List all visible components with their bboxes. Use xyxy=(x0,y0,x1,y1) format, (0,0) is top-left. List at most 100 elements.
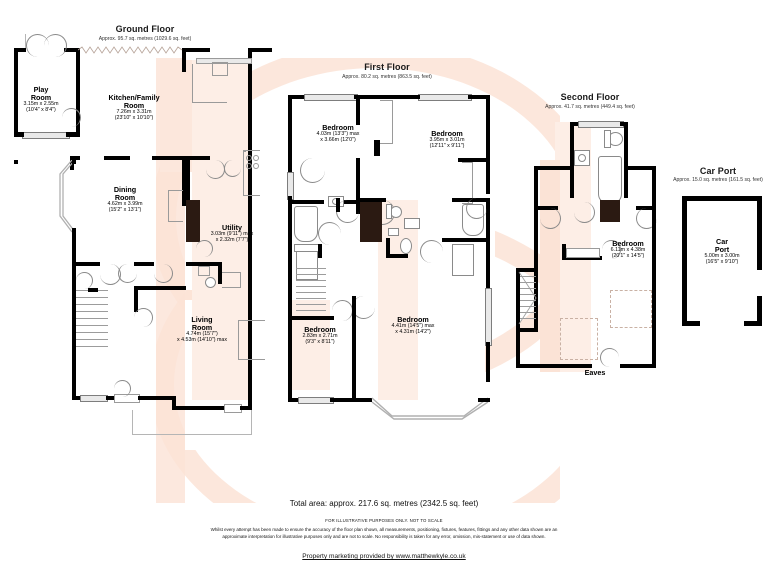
total-area-text: Total area: approx. 217.6 sq. metres (23… xyxy=(289,499,479,508)
tint-ground-2 xyxy=(192,60,250,400)
wall-gf-topright-stub xyxy=(248,48,272,52)
wall-ff-bath-top xyxy=(288,200,324,204)
window-kitchen-top xyxy=(196,58,252,64)
room-dim1-ff-bedroom-1: 4.03m (13'3") max xyxy=(316,131,360,138)
wall-ff-right-c xyxy=(486,198,490,238)
shower-ff-right xyxy=(452,244,474,276)
wall-ff-bottom-b xyxy=(330,398,356,402)
second-floor-title: Second Floor xyxy=(560,92,620,102)
wall-sf-landing-top-left xyxy=(534,166,574,170)
window-playroom xyxy=(22,132,70,139)
wall-ff-bottom-c xyxy=(356,398,372,402)
wall-sf-bottom-left xyxy=(516,328,538,332)
door-arc-ensuite xyxy=(466,198,487,219)
room-dim1-dining: 4.62m x 3.99m xyxy=(107,201,143,208)
shower-tray-ff xyxy=(294,244,320,252)
wall-sf-right-upper xyxy=(652,166,656,208)
window-ff-bed1 xyxy=(304,94,358,101)
wall-gf-right-lower xyxy=(248,396,252,410)
room-label-utility: Utility 3.03m (9'11") max x 2.32m (7'7") xyxy=(186,223,278,244)
wall-cp-top xyxy=(682,196,762,201)
wall-ff-left-e xyxy=(288,256,292,318)
door-arc-ff-e xyxy=(420,240,443,263)
hob-ring-4 xyxy=(253,163,259,169)
wall-gf-bottom-step xyxy=(172,396,176,410)
wall-sf-bath-left xyxy=(570,122,574,198)
room-dim2-living: x 4.53m (14'10") max xyxy=(177,337,227,344)
wc-cistern-ff xyxy=(386,204,392,219)
wall-ff-bed3-corner xyxy=(330,316,334,320)
wall-gf-hall-b xyxy=(134,262,154,266)
door-arc-sf-left xyxy=(540,208,561,229)
wall-ff-left-d xyxy=(288,216,292,256)
wall-gf-dummy xyxy=(14,160,18,164)
wall-ff-top-a xyxy=(288,95,306,99)
room-dim1-ff-bedroom-2: 3.95m x 3.01m xyxy=(429,137,465,144)
basin-ff-mid xyxy=(404,218,420,229)
door-arc-utility-top xyxy=(206,160,225,179)
eaves-dashed-right xyxy=(610,290,652,328)
wall-gf-playroom-br xyxy=(66,132,80,137)
wall-ff-door-jamb-b xyxy=(318,244,322,258)
wall-gf-kitchen-top xyxy=(182,48,210,52)
wall-sf-stair-left xyxy=(516,268,520,330)
wall-sf-bath-top-a xyxy=(570,122,578,126)
bay-window-ff xyxy=(370,396,492,422)
room-dim2-car-port: (16'5" x 9'10") xyxy=(705,259,739,266)
wall-ff-top-c xyxy=(374,95,420,99)
kitchen-units xyxy=(243,150,260,196)
staircase-ground xyxy=(76,290,108,347)
wall-sf-eaves-a xyxy=(534,364,592,368)
room-dim2-play-room: (10'4" x 8'4") xyxy=(26,107,56,114)
wc-unit xyxy=(222,272,241,288)
marketing-link[interactable]: Property marketing provided by www.matth… xyxy=(302,553,466,560)
hob-ring-2 xyxy=(253,155,259,161)
wall-gf-left-upper xyxy=(14,48,18,136)
door-arc-ff-bed3 xyxy=(332,300,353,321)
marketing-link-row[interactable]: Property marketing provided by www.matth… xyxy=(0,545,768,563)
wall-cp-right-lower xyxy=(757,296,762,326)
wall-gf-left-lower xyxy=(72,238,76,400)
wall-ff-wc-right xyxy=(386,238,390,258)
room-dim1-car-port: 5.00m x 3.00m xyxy=(704,253,740,260)
section-second-floor: Second Floor Approx. 41.7 sq. metres (44… xyxy=(500,92,680,112)
tint-ff-1 xyxy=(290,300,330,390)
window-ff-bed4-right xyxy=(485,288,492,346)
hob-ring-1 xyxy=(246,155,252,161)
basin-bowl-sf xyxy=(578,154,586,162)
wall-ff-wc-top xyxy=(360,198,386,202)
room-label-ff-bedroom-2: Bedroom 3.95m x 3.01m (12'11" x 9'11") xyxy=(398,129,496,150)
room-dim2-ff-bedroom-4: x 4.31m (14'2") xyxy=(395,328,431,335)
wall-gf-kitchen-right-upper xyxy=(182,48,186,72)
living-recess xyxy=(238,320,265,360)
room-dim1-utility: 3.03m (9'11") max xyxy=(210,231,254,238)
wall-cp-bottom-left xyxy=(682,321,700,326)
wall-gf-bottom-d xyxy=(172,406,224,410)
wall-ff-top-d xyxy=(468,95,490,99)
wall-ff-bed4-jamb xyxy=(352,296,356,306)
wall-ff-bottom-d xyxy=(478,398,490,402)
wall-gf-bottom-a xyxy=(72,396,82,400)
room-dim2-ff-bedroom-1: x 3.66m (12'0") xyxy=(320,136,356,143)
wall-ff-wc-bottom xyxy=(386,254,408,258)
wall-gf-utility-door-block xyxy=(186,200,200,242)
door-arc-ff-c xyxy=(300,158,325,183)
wall-gf-bay-top xyxy=(72,158,76,164)
door-arc-sf-bedroom xyxy=(602,240,621,259)
bathtub-sf xyxy=(598,156,622,204)
wall-ff-right-mid xyxy=(442,238,490,242)
wall-gf-bottom-b xyxy=(106,396,114,400)
wall-gf-wc-left xyxy=(218,262,222,284)
wall-gf-playroom-right xyxy=(76,48,80,136)
bathtub-ff xyxy=(294,206,318,242)
eaves-label: Eaves xyxy=(584,368,606,377)
kitchen-counter-run xyxy=(192,64,227,103)
wall-cp-left xyxy=(682,196,687,326)
wall-ff-left-f xyxy=(288,318,292,402)
wall-sf-left-upper xyxy=(534,166,538,208)
